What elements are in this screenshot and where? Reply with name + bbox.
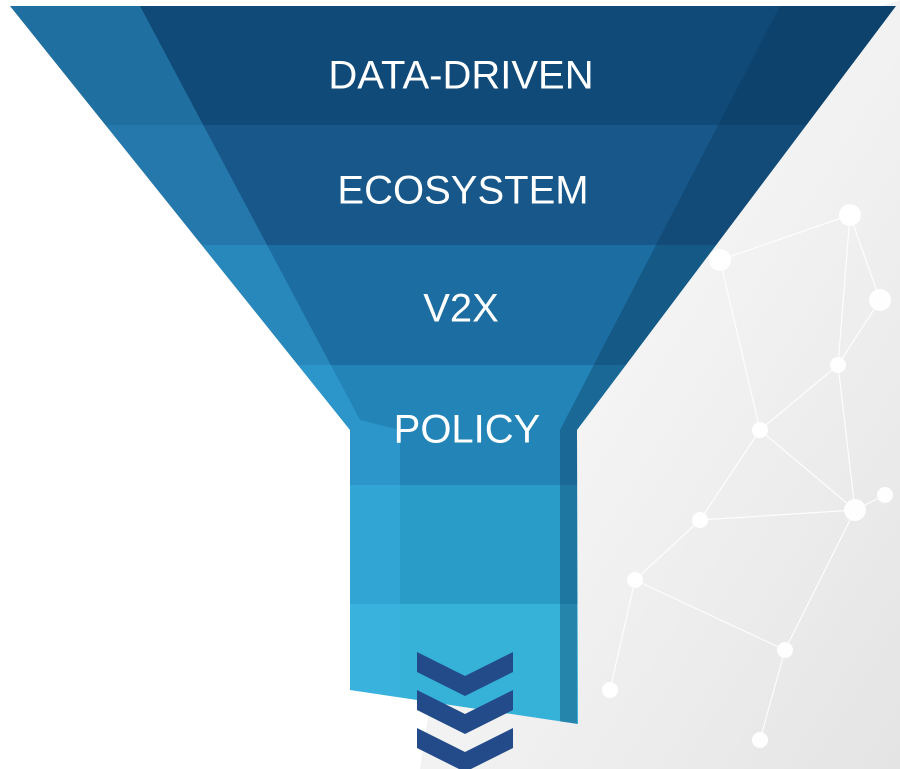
stage-label-data-driven: DATA-DRIVEN (328, 54, 593, 98)
network-link (837, 299, 881, 366)
network-node (869, 289, 891, 311)
funnel-right-shadow (560, 6, 896, 724)
network-lines (609, 214, 886, 741)
stage-label-ecosystem: ECOSYSTEM (337, 169, 588, 213)
stage-label-v2x: V2X (423, 287, 499, 331)
network-link (634, 579, 786, 651)
funnel-labels: DATA-DRIVEN ECOSYSTEM V2X POLICY (328, 54, 593, 452)
network-node (877, 487, 893, 503)
funnel-shading (10, 6, 896, 724)
network-link (784, 509, 856, 651)
network-node (692, 512, 708, 528)
network-link (759, 364, 839, 431)
network-node (602, 682, 618, 698)
network-link (609, 579, 636, 691)
network-node (777, 642, 793, 658)
network-node (752, 422, 768, 438)
chevron-down-icon (417, 652, 513, 696)
network-nodes (602, 204, 893, 748)
network-link (699, 509, 856, 521)
network-link (849, 214, 881, 301)
network-link (719, 259, 761, 431)
network-link (759, 429, 856, 511)
chevron-down-icon (417, 728, 513, 769)
network-node (752, 732, 768, 748)
network-node (830, 357, 846, 373)
funnel-band-1 (10, 6, 896, 125)
network-link (634, 519, 701, 581)
network-link (759, 649, 786, 741)
network-link (837, 214, 851, 366)
network-link (837, 364, 856, 511)
chevron-down-icon (417, 690, 513, 734)
triple-chevron-down-icon (417, 652, 513, 769)
network-link (719, 214, 851, 261)
network-node (839, 204, 861, 226)
stage-label-policy: POLICY (394, 408, 541, 452)
network-node (844, 499, 866, 521)
funnel-left-highlight (10, 6, 400, 724)
network-link (699, 429, 761, 521)
network-node (627, 572, 643, 588)
network-node (709, 249, 731, 271)
